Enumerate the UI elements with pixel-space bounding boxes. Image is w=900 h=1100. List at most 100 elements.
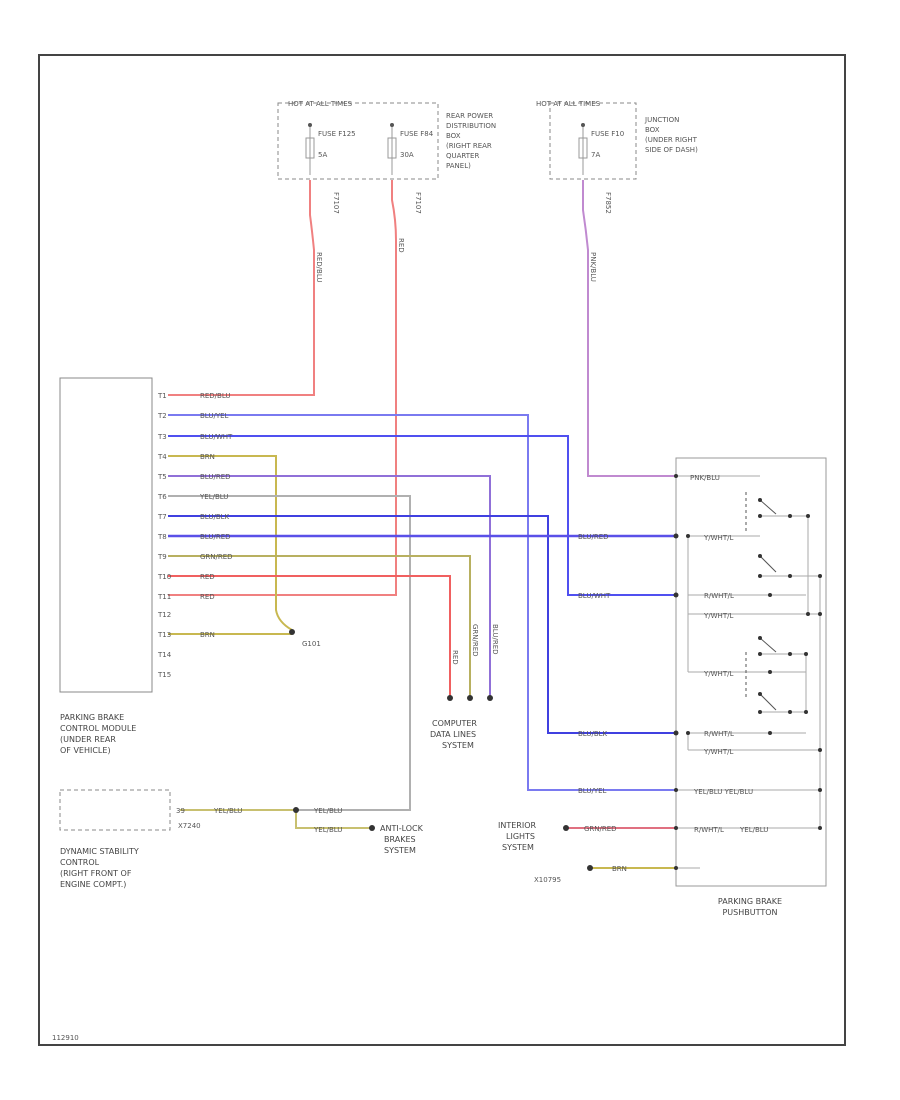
- vertical-label-red-blu: RED/BLU: [315, 252, 323, 283]
- wire-brn-t4: [168, 455, 293, 631]
- module-wire-label-t11: RED: [200, 593, 215, 601]
- pb-int-label-1: Y/WHT/L: [703, 534, 733, 542]
- module-label-1: CONTROL MODULE: [60, 724, 136, 733]
- pb-int-label-5: R/WHT/L: [704, 730, 734, 738]
- fuse-f84-rating: 30A: [400, 151, 414, 159]
- pb-int-label-7: R/WHT/L: [694, 826, 724, 834]
- parking-brake-control-module: T1 T2 T3 T4 T5 T6 T7 T8 T9 T10 T11 T12 T…: [59, 377, 172, 755]
- fuse-box-1-header: HOT AT ALL TIMES: [288, 100, 353, 108]
- module-wire-label-t13: BRN: [200, 631, 215, 639]
- pushbutton-wire-brn: BRN: [612, 865, 627, 873]
- ground-lower-label: X10795: [534, 876, 561, 884]
- module-pin-t11: T11: [157, 593, 171, 601]
- diagram-id: 112910: [52, 1034, 79, 1042]
- module-pin-t2: T2: [157, 412, 167, 420]
- fuse-box-1-loc-4: QUARTER: [446, 152, 479, 160]
- pushbutton-wire-blu-wht: BLU/WHT: [578, 592, 611, 600]
- module-wire-label-t6: YEL/BLU: [199, 493, 228, 501]
- wire-f125-id: F7107: [332, 192, 340, 214]
- fuse-f10-name: FUSE F10: [591, 130, 624, 138]
- data-lines-label-1: DATA LINES: [430, 730, 476, 739]
- wire-pnk-blu-f10: [582, 180, 676, 477]
- module-wire-label-t1: RED/BLU: [200, 392, 231, 400]
- module-pin-t12: T12: [157, 611, 171, 619]
- pushbutton-wire-blu-blk: BLU/BLK: [578, 730, 608, 738]
- vertical-label-red: RED: [397, 238, 405, 253]
- wire-yel-blu-abs: [295, 810, 372, 829]
- pb-int-label-4: Y/WHT/L: [703, 670, 733, 678]
- interior-lights-label-2: SYSTEM: [502, 843, 534, 852]
- dynamic-stability-control: 39 X7240 YEL/BLU YEL/BLU YEL/BLU DYNAMIC…: [59, 789, 342, 889]
- interior-lights-label-1: LIGHTS: [506, 832, 535, 841]
- fuse-box-junction: HOT AT ALL TIMES FUSE F10 7A JUNCTION BO…: [536, 100, 698, 180]
- wire-blu-wht-t3: [168, 435, 676, 596]
- data-lines-wire-red: RED: [451, 650, 459, 665]
- module-pin-t13: T13: [157, 631, 171, 639]
- module-label-2: (UNDER REAR: [60, 735, 116, 744]
- dsc-label-0: DYNAMIC STABILITY: [60, 847, 139, 856]
- wire-yel-blu-t6: [168, 495, 411, 811]
- module-pin-t6: T6: [157, 493, 167, 501]
- fuse-box-2-loc-2: (UNDER RIGHT: [645, 136, 698, 144]
- module-wire-label-t7: BLU/BLK: [200, 513, 230, 521]
- ground-g101-label: G101: [302, 640, 321, 648]
- abs-label-1: BRAKES: [384, 835, 416, 844]
- dsc-label-3: ENGINE COMPT.): [60, 880, 126, 889]
- module-label-3: OF VEHICLE): [60, 746, 111, 755]
- data-lines-wire-grn-red: GRN/RED: [471, 624, 479, 657]
- pb-int-label-2: R/WHT/L: [704, 592, 734, 600]
- wire-blu-red-t5: [168, 475, 491, 696]
- module-pin-t5: T5: [157, 473, 167, 481]
- pushbutton-label-1: PUSHBUTTON: [722, 908, 777, 917]
- module-pin-t8: T8: [157, 533, 167, 541]
- dsc-pin: 39: [176, 807, 185, 815]
- module-wire-label-t3: BLU/WHT: [200, 433, 233, 441]
- module-wire-label-t2: BLU/YEL: [200, 412, 229, 420]
- module-wire-label-t8: BLU/RED: [200, 533, 231, 541]
- pushbutton-wire-blu-red: BLU/RED: [578, 533, 609, 541]
- module-wire-label-t4: BRN: [200, 453, 215, 461]
- abs-label-2: SYSTEM: [384, 846, 416, 855]
- fuse-box-2-loc-3: SIDE OF DASH): [645, 146, 698, 154]
- fuse-box-1-loc-1: DISTRIBUTION: [446, 122, 496, 130]
- wire-blu-blk-t7: [168, 515, 676, 734]
- module-pin-t9: T9: [157, 553, 167, 561]
- wire-red-t10: [168, 575, 451, 696]
- wire-grn-red-t9: [168, 555, 471, 696]
- data-lines-label-2: SYSTEM: [442, 741, 474, 750]
- fuse-f125-name: FUSE F125: [318, 130, 356, 138]
- fuse-box-1-loc-0: REAR POWER: [446, 112, 493, 120]
- module-pin-t14: T14: [157, 651, 172, 659]
- module-pin-t10: T10: [157, 573, 171, 581]
- data-lines-wire-blu-red: BLU/RED: [491, 624, 499, 655]
- fuse-f10-rating: 7A: [591, 151, 600, 159]
- vertical-label-pnk-blu: PNK/BLU: [589, 252, 597, 282]
- fuse-box-2-loc-0: JUNCTION: [644, 116, 679, 124]
- interior-lights-label-0: INTERIOR: [498, 821, 537, 830]
- module-label-0: PARKING BRAKE: [60, 713, 124, 722]
- interior-lights-wire: GRN/RED: [584, 825, 617, 833]
- data-lines-label-0: COMPUTER: [432, 719, 477, 728]
- fuse-f84-name: FUSE F84: [400, 130, 434, 138]
- wire-red-f84: [168, 180, 397, 596]
- pb-int-label-8: YEL/BLU YEL/BLU: [693, 788, 753, 796]
- wire-f84-id: F7107: [414, 192, 422, 214]
- module-wire-label-t9: GRN/RED: [200, 553, 233, 561]
- module-wire-label-t10: RED: [200, 573, 215, 581]
- module-pin-t3: T3: [157, 433, 167, 441]
- computer-data-lines: RED GRN/RED BLU/RED COMPUTER DATA LINES …: [430, 624, 499, 750]
- wire-f10-id: F7852: [604, 192, 612, 214]
- module-pin-t7: T7: [157, 513, 167, 521]
- module-pin-t15: T15: [157, 671, 171, 679]
- pb-int-label-6: Y/WHT/L: [703, 748, 733, 756]
- fuse-box-2-header: HOT AT ALL TIMES: [536, 100, 601, 108]
- fuse-f125-rating: 5A: [318, 151, 327, 159]
- dsc-label-1: CONTROL: [60, 858, 100, 867]
- fuse-box-rear-power-distribution: HOT AT ALL TIMES FUSE F125 5A FUSE F84 3…: [277, 100, 496, 180]
- dsc-wire-3: YEL/BLU: [313, 826, 342, 834]
- pushbutton-wire-blu-yel: BLU/YEL: [578, 787, 607, 795]
- pb-int-label-0: PNK/BLU: [690, 474, 720, 482]
- dsc-connector: X7240: [178, 822, 201, 830]
- parking-brake-pushbutton: BLU/RED BLU/WHT BLU/BLK BLU/YEL BRN: [578, 457, 827, 917]
